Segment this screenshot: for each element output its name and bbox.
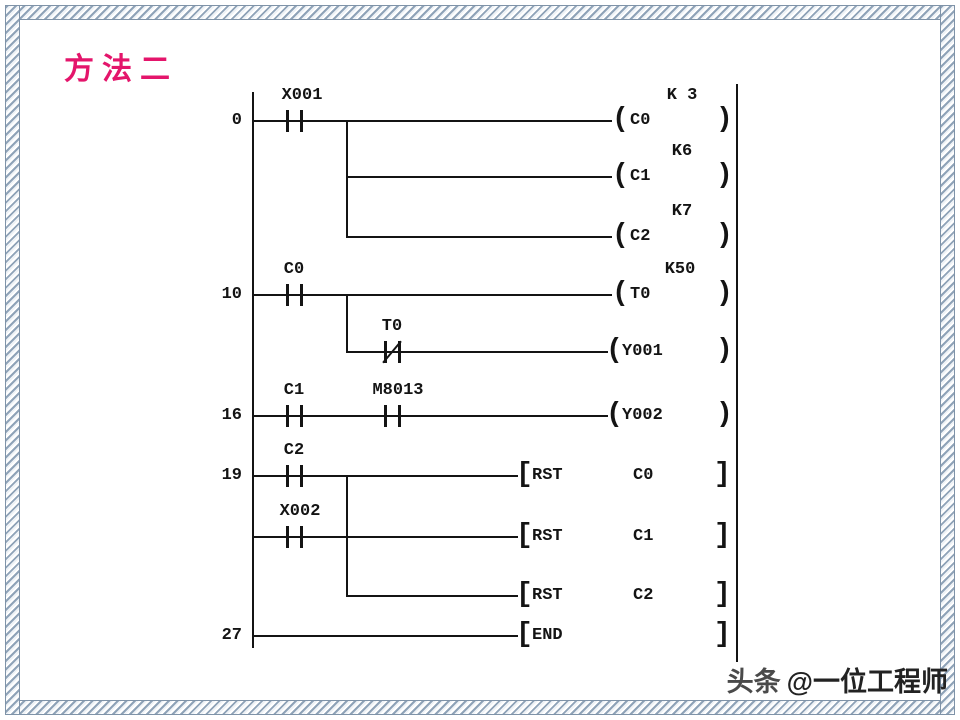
- coil-open-paren: (: [612, 104, 629, 135]
- contact-m8013-label: M8013: [372, 381, 424, 400]
- rung-number-19: 19: [221, 466, 242, 485]
- rung19-rstc2-wire: [346, 595, 518, 597]
- coil-c0-label: C0: [630, 111, 651, 130]
- watermark: 头条@一位工程师: [720, 660, 948, 699]
- instruction-close-bracket: ]: [714, 579, 731, 610]
- contact-c2-bar-right: [300, 465, 303, 487]
- coil-close-paren: ): [716, 160, 733, 191]
- rung10-branch-wire: [346, 294, 348, 352]
- rung19-wire: [252, 475, 518, 477]
- contact-c1-bar-right: [300, 405, 303, 427]
- instruction-close-bracket: ]: [714, 459, 731, 490]
- coil-open-paren: (: [612, 278, 629, 309]
- rst-operand-c1: C1: [633, 527, 654, 546]
- border-bottom: [5, 700, 955, 715]
- coil-close-paren: ): [716, 220, 733, 251]
- contact-c2-label: C2: [283, 441, 305, 460]
- instruction-open-bracket: [: [516, 619, 533, 650]
- rung-number-10: 10: [221, 285, 242, 304]
- k-value-c0: K 3: [666, 86, 698, 105]
- rung0-c2-wire: [346, 236, 612, 238]
- contact-x001-bar-left: [286, 110, 289, 132]
- coil-close-paren: ): [716, 399, 733, 430]
- coil-open-paren: (: [612, 160, 629, 191]
- coil-y001-label: Y001: [622, 342, 663, 361]
- instruction-close-bracket: ]: [714, 619, 731, 650]
- coil-t0-label: T0: [630, 285, 651, 304]
- contact-m8013-bar-left: [384, 405, 387, 427]
- coil-c1-label: C1: [630, 167, 651, 186]
- rst-op-2: RST: [532, 586, 563, 605]
- contact-c0-label: C0: [283, 260, 305, 279]
- nc-contact-t0-bar-left: [384, 341, 387, 363]
- rung0-c1-wire: [346, 176, 612, 178]
- contact-x002-bar-right: [300, 526, 303, 548]
- contact-x002-label: X002: [279, 502, 321, 521]
- contact-c0-bar-right: [300, 284, 303, 306]
- contact-m8013-bar-right: [398, 405, 401, 427]
- watermark-brand: 头条: [726, 667, 781, 697]
- end-instruction-label: END: [532, 626, 563, 645]
- rung-number-16: 16: [221, 406, 242, 425]
- instruction-open-bracket: [: [516, 579, 533, 610]
- coil-y002-label: Y002: [622, 406, 663, 425]
- coil-close-paren: ): [716, 335, 733, 366]
- rung0-branch-wire: [346, 120, 348, 238]
- coil-open-paren: (: [606, 399, 623, 430]
- border-right: [940, 5, 955, 715]
- page-title: 方法二: [64, 52, 178, 87]
- rst-operand-c2: C2: [633, 586, 654, 605]
- contact-c0-bar-left: [286, 284, 289, 306]
- right-power-rail: [736, 84, 738, 662]
- k-value-c1: K6: [671, 142, 693, 161]
- coil-close-paren: ): [716, 104, 733, 135]
- contact-c1-label: C1: [283, 381, 305, 400]
- coil-open-paren: (: [612, 220, 629, 251]
- watermark-author: @一位工程师: [786, 667, 948, 697]
- rst-op-1: RST: [532, 527, 563, 546]
- rung10-y001-wire: [346, 351, 608, 353]
- contact-c1-bar-left: [286, 405, 289, 427]
- instruction-close-bracket: ]: [714, 520, 731, 551]
- coil-close-paren: ): [716, 278, 733, 309]
- rung-number-27: 27: [221, 626, 242, 645]
- instruction-open-bracket: [: [516, 459, 533, 490]
- rst-op-0: RST: [532, 466, 563, 485]
- contact-x001-bar-right: [300, 110, 303, 132]
- rst-operand-c0: C0: [633, 466, 654, 485]
- border-top: [5, 5, 955, 20]
- rung0-wire: [252, 120, 612, 122]
- contact-x002-bar-left: [286, 526, 289, 548]
- nc-contact-t0-label: T0: [381, 317, 403, 336]
- contact-c2-bar-left: [286, 465, 289, 487]
- instruction-open-bracket: [: [516, 520, 533, 551]
- contact-x001-label: X001: [281, 86, 323, 105]
- coil-open-paren: (: [606, 335, 623, 366]
- rung16-wire: [252, 415, 608, 417]
- k-value-c2: K7: [671, 202, 693, 221]
- k-value-t0: K50: [664, 260, 696, 279]
- left-power-rail: [252, 92, 254, 648]
- rung-number-0: 0: [231, 111, 242, 130]
- rung19-x002-wire: [252, 536, 518, 538]
- rung10-wire: [252, 294, 612, 296]
- border-left: [5, 5, 20, 715]
- coil-c2-label: C2: [630, 227, 651, 246]
- rung27-wire: [252, 635, 518, 637]
- nc-contact-t0-bar-right: [398, 341, 401, 363]
